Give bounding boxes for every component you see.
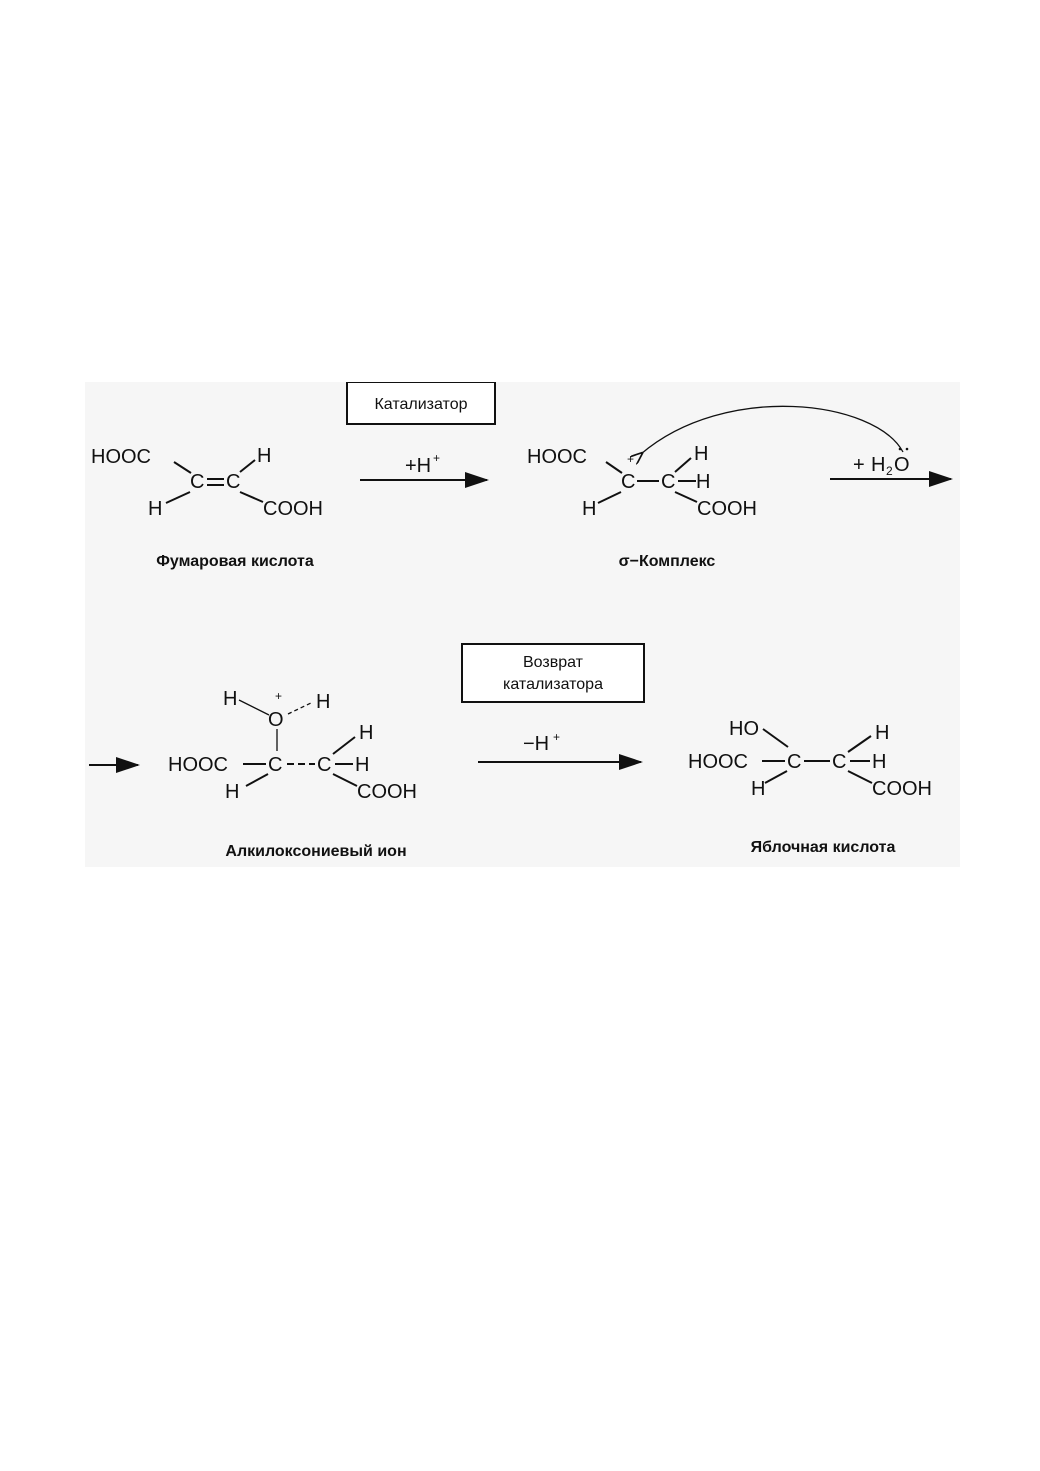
sigma-h-mid: H	[696, 471, 710, 493]
malic-name: Яблочная кислота	[751, 839, 896, 856]
return-label-line2: катализатора	[503, 676, 603, 693]
arrow-water-plus: +	[853, 454, 865, 476]
sigma-name: σ−Комплекс	[619, 553, 716, 570]
sigma-c2: C	[661, 471, 675, 493]
arrow-protonation: +H +	[360, 451, 489, 488]
fumaric-h-top: H	[257, 445, 271, 467]
arrow-water-h: H	[871, 454, 885, 476]
electron-pair-arrow	[641, 405, 904, 454]
fumaric-h-bottom: H	[148, 498, 162, 520]
arrow-deprotonation-label: −H	[523, 733, 549, 755]
oxonium-h-top: H	[359, 722, 373, 744]
sigma-c1: C	[621, 471, 635, 493]
oxonium-c2: C	[317, 754, 331, 776]
malic-c2: C	[832, 751, 846, 773]
return-catalyst-box: Возврат катализатора	[461, 643, 645, 703]
reaction-scheme-svg: Катализатор HOOC C C H H COOH Фумаровая …	[89, 382, 953, 860]
sigma-hooc: HOOC	[527, 446, 587, 468]
sigma-cooh: COOH	[697, 498, 757, 520]
oxonium-h-right: H	[316, 691, 330, 713]
malic-hooc: HOOC	[688, 751, 748, 773]
malic-cooh: COOH	[872, 778, 932, 800]
malic-c1: C	[787, 751, 801, 773]
oxonium-plus: +	[275, 689, 282, 703]
sigma-plus: +	[627, 452, 634, 466]
reaction-scheme: Катализатор HOOC C C H H COOH Фумаровая …	[85, 382, 960, 867]
arrow-deprotonation: −H +	[478, 730, 643, 770]
oxonium-cooh: COOH	[357, 781, 417, 803]
fumaric-acid: HOOC C C H H COOH Фумаровая кислота	[91, 445, 323, 570]
malic-acid: HO HOOC C C H H H COOH Яблочная кислота	[688, 718, 932, 856]
return-label-line1: Возврат	[523, 654, 584, 671]
malic-ho: HO	[729, 718, 759, 740]
oxonium-hooc: HOOC	[168, 754, 228, 776]
alkyloxonium-ion: H + O H HOOC C C H H H COOH Алкилоксоние…	[168, 688, 417, 860]
sigma-h-bottom: H	[582, 498, 596, 520]
fumaric-c2: C	[226, 471, 240, 493]
oxonium-c1: C	[268, 754, 282, 776]
oxonium-name: Алкилоксониевый ион	[225, 843, 406, 860]
fumaric-name: Фумаровая кислота	[156, 553, 314, 570]
arrow-protonation-sup: +	[433, 451, 440, 465]
oxonium-o: O	[268, 709, 284, 731]
sigma-complex: HOOC + C C H H H COOH σ−Комплекс	[527, 405, 904, 570]
arrow-deprotonation-sup: +	[553, 730, 560, 744]
sigma-h-top: H	[694, 443, 708, 465]
malic-h-bottom: H	[751, 778, 765, 800]
catalyst-box: Катализатор	[346, 382, 496, 425]
fumaric-cooh: COOH	[263, 498, 323, 520]
arrow-water-sub: 2	[886, 464, 893, 478]
catalyst-label: Катализатор	[374, 396, 467, 413]
oxonium-h-left: H	[223, 688, 237, 710]
oxonium-h-bottom: H	[225, 781, 239, 803]
malic-h-top: H	[875, 722, 889, 744]
arrow-protonation-label: +H	[405, 455, 431, 477]
oxonium-h-mid: H	[355, 754, 369, 776]
arrow-water-o: O	[894, 454, 910, 476]
malic-h-mid: H	[872, 751, 886, 773]
fumaric-hooc: HOOC	[91, 446, 151, 468]
arrow-water-attack: + H 2 O	[830, 447, 953, 487]
fumaric-c1: C	[190, 471, 204, 493]
